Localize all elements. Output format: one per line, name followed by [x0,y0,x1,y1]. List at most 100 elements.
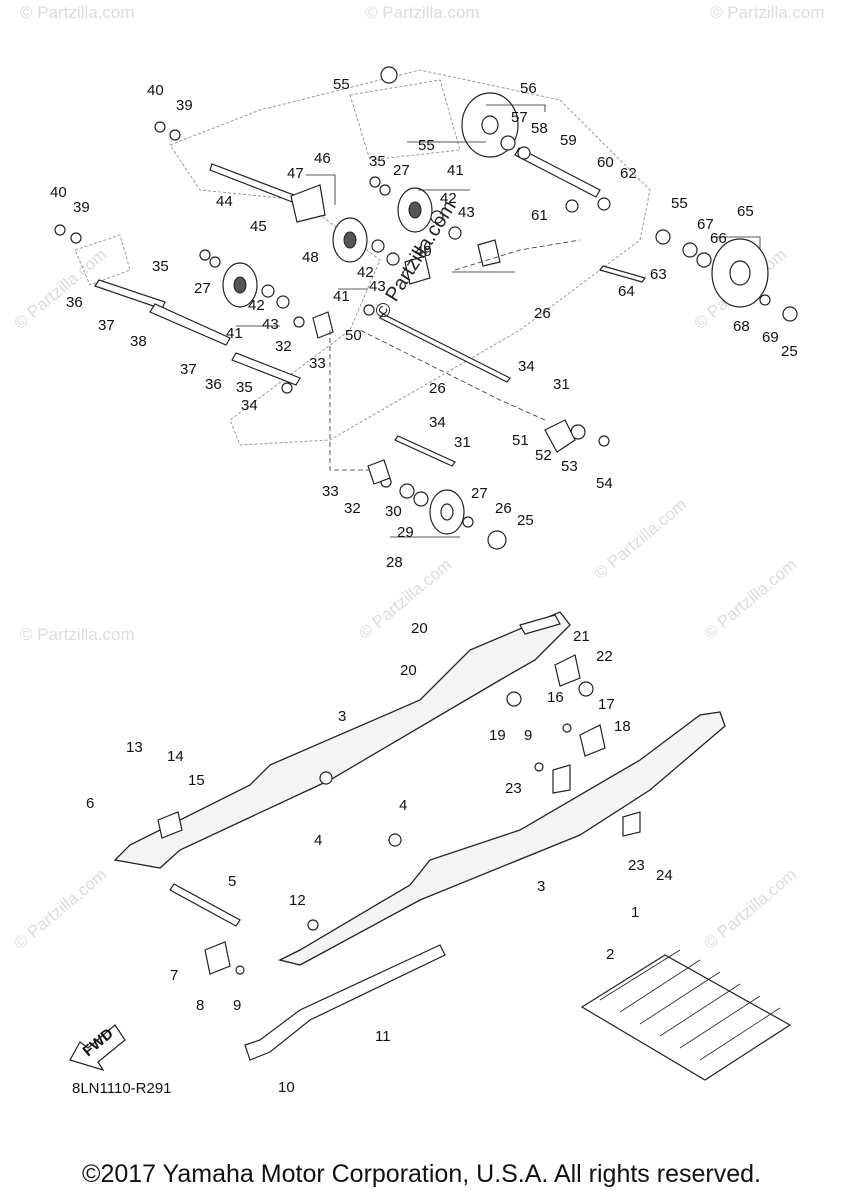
part-label: 36 [66,294,83,311]
idler-wheels [222,92,769,535]
part-label: 30 [385,503,402,520]
part-label: 16 [547,689,564,706]
part-label: 10 [278,1079,295,1096]
part-label: 15 [188,772,205,789]
part-label: 23 [628,857,645,874]
part-label: 12 [289,892,306,909]
part-label: 33 [309,355,326,372]
collar-36 [94,279,166,310]
part-label: 27 [471,485,488,502]
part-label: 41 [447,162,464,179]
part-label: 20 [400,662,417,679]
part-label: 2 [606,946,614,963]
part-label: 39 [176,97,193,114]
bolt-31a [379,313,511,383]
part-label: 60 [597,154,614,171]
part-label: 26 [534,305,551,322]
part-label: 48 [302,249,319,266]
part-label: 31 [454,434,471,451]
part-label: 29 [397,524,414,541]
part-label: 62 [620,165,637,182]
part-label: 9 [233,997,241,1014]
part-label: 3 [537,878,545,895]
part-label: 36 [205,376,222,393]
part-label: 34 [518,358,535,375]
part-label: 54 [596,475,613,492]
part-label: 21 [573,628,590,645]
part-label: 44 [216,193,233,210]
part-label: 13 [126,739,143,756]
part-label: 28 [386,554,403,571]
part-label: 17 [598,696,615,713]
part-label: 65 [737,203,754,220]
part-label: 53 [561,458,578,475]
part-label: 58 [531,120,548,137]
part-label: 49 [415,243,432,260]
shaft-59 [514,147,601,198]
part-label: 6 [86,795,94,812]
part-label: 27 [393,162,410,179]
part-label: 46 [314,150,331,167]
part-label: 68 [733,318,750,335]
part-label: 24 [656,867,673,884]
part-label: 26 [429,380,446,397]
part-label: 11 [375,1028,391,1045]
bolt-31b [394,435,456,467]
part-label: 37 [180,361,197,378]
part-label: 27 [194,280,211,297]
part-label: 20 [411,620,428,637]
rail-right [278,711,726,966]
slide-runner-11 [244,944,446,1061]
part-label: 32 [275,338,292,355]
part-label: 18 [614,718,631,735]
part-label: 50 [345,327,362,344]
part-label: 69 [762,329,779,346]
hardware [54,66,798,550]
fwd-arrow-icon: FWD [69,1024,126,1072]
part-label: 19 [489,727,506,744]
part-label: 43 [262,316,279,333]
part-label: 4 [314,832,322,849]
part-label: 22 [596,648,613,665]
part-label: 55 [418,137,435,154]
part-label: 5 [228,873,236,890]
drawing-code: 8LN1110-R291 [72,1080,172,1097]
watermark: © Partzilla.com [355,555,455,643]
part-label: 14 [167,748,184,765]
shaft-38 [149,303,231,346]
part-label: 57 [511,109,528,126]
part-label: 41 [226,325,243,342]
part-label: 43 [369,278,386,295]
part-label: 25 [517,512,534,529]
part-label: 38 [130,333,147,350]
rail-left [113,611,571,869]
watermark: © Partzilla.com [10,245,110,333]
part-label: 23 [505,780,522,797]
part-label: 39 [73,199,90,216]
part-label: 42 [440,190,457,207]
part-label: 64 [618,283,635,300]
watermark: © Partzilla.com [20,625,135,644]
part-label: 47 [287,165,304,182]
watermark: © Partzilla.com [10,865,110,953]
part-label: 3 [338,708,346,725]
alignment-lines [329,239,581,471]
part-label: 32 [344,500,361,517]
part-label: 56 [520,80,537,97]
part-label: 59 [560,132,577,149]
shaft-5 [169,883,241,927]
part-label: 63 [650,266,667,283]
part-label: 43 [458,204,475,221]
bolt-64 [598,265,647,283]
watermark: © Partzilla.com [700,865,800,953]
part-number-labels: 1 2 3 3 4 4 5 6 7 8 9 9 10 11 12 13 14 1… [50,76,798,1096]
track-clips-1 [580,949,792,1081]
part-label: 40 [50,184,67,201]
part-label: 42 [357,264,374,281]
part-label: 7 [170,967,178,984]
part-label: 33 [322,483,339,500]
watermark: © Partzilla.com [365,3,480,22]
part-label: 25 [781,343,798,360]
part-label: 67 [697,216,714,233]
watermark: © Partzilla.com [710,3,825,22]
